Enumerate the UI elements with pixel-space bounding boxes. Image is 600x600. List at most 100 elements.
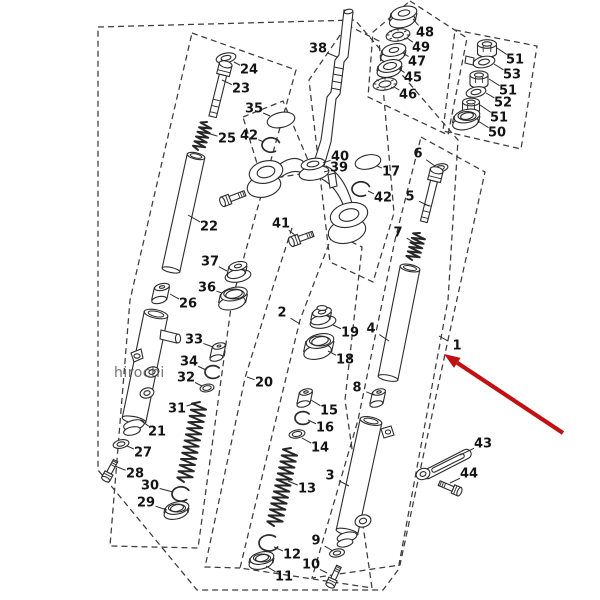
pinch-bolt-41 bbox=[288, 230, 315, 248]
part-label-7: 7 bbox=[393, 226, 402, 241]
part-label-50: 50 bbox=[488, 126, 506, 141]
part-labels: 1234567891011121314151617181920212223242… bbox=[114, 18, 524, 585]
spacer-15 bbox=[296, 388, 314, 408]
part-label-32: 32 bbox=[177, 371, 195, 386]
inner-tube-22 bbox=[161, 151, 206, 274]
part-label-19: 19 bbox=[341, 326, 359, 341]
plug-35 bbox=[266, 111, 296, 129]
part-label-51: 51 bbox=[506, 53, 524, 68]
outer-tube-21 bbox=[121, 308, 182, 436]
bearing-race-45 bbox=[376, 59, 403, 78]
oil-seal-29 bbox=[163, 501, 190, 520]
part-label-51: 51 bbox=[499, 84, 517, 99]
part-label-45: 45 bbox=[404, 71, 422, 86]
part-label-39: 39 bbox=[330, 161, 348, 176]
o-ring-14 bbox=[288, 429, 306, 439]
plug-17 bbox=[354, 154, 382, 170]
part-label-16: 16 bbox=[316, 421, 334, 436]
inner-tube-4 bbox=[377, 263, 421, 382]
part-label-51: 51 bbox=[490, 111, 508, 126]
part-label-42: 42 bbox=[240, 129, 258, 144]
part-label-37: 37 bbox=[201, 255, 219, 270]
part-label-1: 1 bbox=[452, 339, 461, 354]
part-label-15: 15 bbox=[320, 404, 338, 419]
ring-nut-46 bbox=[372, 77, 398, 91]
part-label-11: 11 bbox=[275, 570, 293, 585]
part-label-33: 33 bbox=[185, 333, 203, 348]
part-label-18: 18 bbox=[336, 353, 354, 368]
cap-bolt-37 bbox=[224, 260, 252, 283]
part-label-25: 25 bbox=[218, 132, 236, 147]
part-label-38: 38 bbox=[309, 42, 327, 57]
oil-lock-piece-26 bbox=[151, 282, 171, 305]
washer-9 bbox=[329, 548, 345, 558]
part-label-43: 43 bbox=[474, 437, 492, 452]
part-label-4: 4 bbox=[366, 322, 375, 337]
clip-12 bbox=[258, 534, 279, 552]
part-label-14: 14 bbox=[311, 441, 329, 456]
washer-27 bbox=[112, 439, 130, 449]
dashed-box-center-assembly-box bbox=[239, 232, 373, 589]
bracket-43 bbox=[415, 448, 472, 481]
fork-spring-31 bbox=[176, 401, 208, 483]
dashed-box-nut-group-box bbox=[442, 29, 538, 150]
steering-nut-48 bbox=[388, 5, 418, 29]
dashed-box-steering-stem-box bbox=[308, 24, 395, 283]
screw-44 bbox=[437, 480, 463, 497]
dashed-box-outer-boundary bbox=[97, 19, 459, 591]
part-label-44: 44 bbox=[460, 467, 478, 482]
part-label-42: 42 bbox=[374, 191, 392, 206]
part-label-49: 49 bbox=[412, 41, 430, 56]
part-label-21: 21 bbox=[148, 425, 166, 440]
oil-seal-11 bbox=[248, 551, 275, 570]
part-label-5: 5 bbox=[405, 190, 414, 205]
fork-spring-13 bbox=[266, 447, 298, 527]
oil-lock-piece-8 bbox=[369, 388, 387, 408]
spring-seat-36 bbox=[217, 286, 249, 311]
part-label-52: 52 bbox=[494, 96, 512, 111]
tab-washer-53 bbox=[464, 55, 496, 69]
damper-rod-bolt-23 bbox=[208, 60, 233, 119]
part-label-8: 8 bbox=[352, 381, 361, 396]
part-label-24: 24 bbox=[240, 63, 258, 78]
part-label-40: 40 bbox=[331, 150, 349, 165]
clip-34 bbox=[204, 364, 220, 380]
clip-30 bbox=[171, 485, 190, 503]
part-label-3: 3 bbox=[325, 469, 334, 484]
part-label-23: 23 bbox=[232, 82, 250, 97]
clip-16 bbox=[294, 410, 310, 426]
bushing-33 bbox=[209, 342, 227, 362]
bearing-cover-47 bbox=[380, 43, 407, 63]
part-label-10: 10 bbox=[302, 558, 320, 573]
part-label-34: 34 bbox=[180, 355, 198, 370]
part-label-53: 53 bbox=[503, 68, 521, 83]
part-label-6: 6 bbox=[413, 147, 422, 162]
part-label-47: 47 bbox=[408, 55, 426, 70]
part-label-48: 48 bbox=[416, 26, 434, 41]
part-label-30: 30 bbox=[141, 479, 159, 494]
part-label-41: 41 bbox=[272, 217, 290, 232]
castle-nut-51b bbox=[469, 70, 489, 89]
part-label-28: 28 bbox=[126, 467, 144, 482]
clip-42-left bbox=[261, 137, 281, 154]
steering-stem-38 bbox=[313, 8, 354, 167]
part-label-13: 13 bbox=[298, 482, 316, 497]
dashed-box-right-assembly-box bbox=[311, 136, 486, 579]
drain-bolt-10 bbox=[325, 564, 342, 589]
outer-tube-3 bbox=[335, 416, 395, 548]
bolt-28 bbox=[100, 458, 119, 483]
part-label-17: 17 bbox=[382, 165, 400, 180]
part-label-36: 36 bbox=[198, 281, 216, 296]
dashed-box-bearing-stack-box bbox=[367, 0, 468, 136]
washer-52 bbox=[465, 86, 487, 98]
part-label-9: 9 bbox=[311, 534, 320, 549]
part-label-35: 35 bbox=[245, 102, 263, 117]
castle-nut-51a bbox=[476, 39, 498, 58]
part-label-27: 27 bbox=[134, 446, 152, 461]
part-label-26: 26 bbox=[179, 297, 197, 312]
red-arrow bbox=[444, 354, 565, 435]
part-label-29: 29 bbox=[137, 496, 155, 511]
dashed-box-sub-assembly-20-line bbox=[204, 227, 293, 569]
cap-bolt-19 bbox=[309, 305, 337, 329]
